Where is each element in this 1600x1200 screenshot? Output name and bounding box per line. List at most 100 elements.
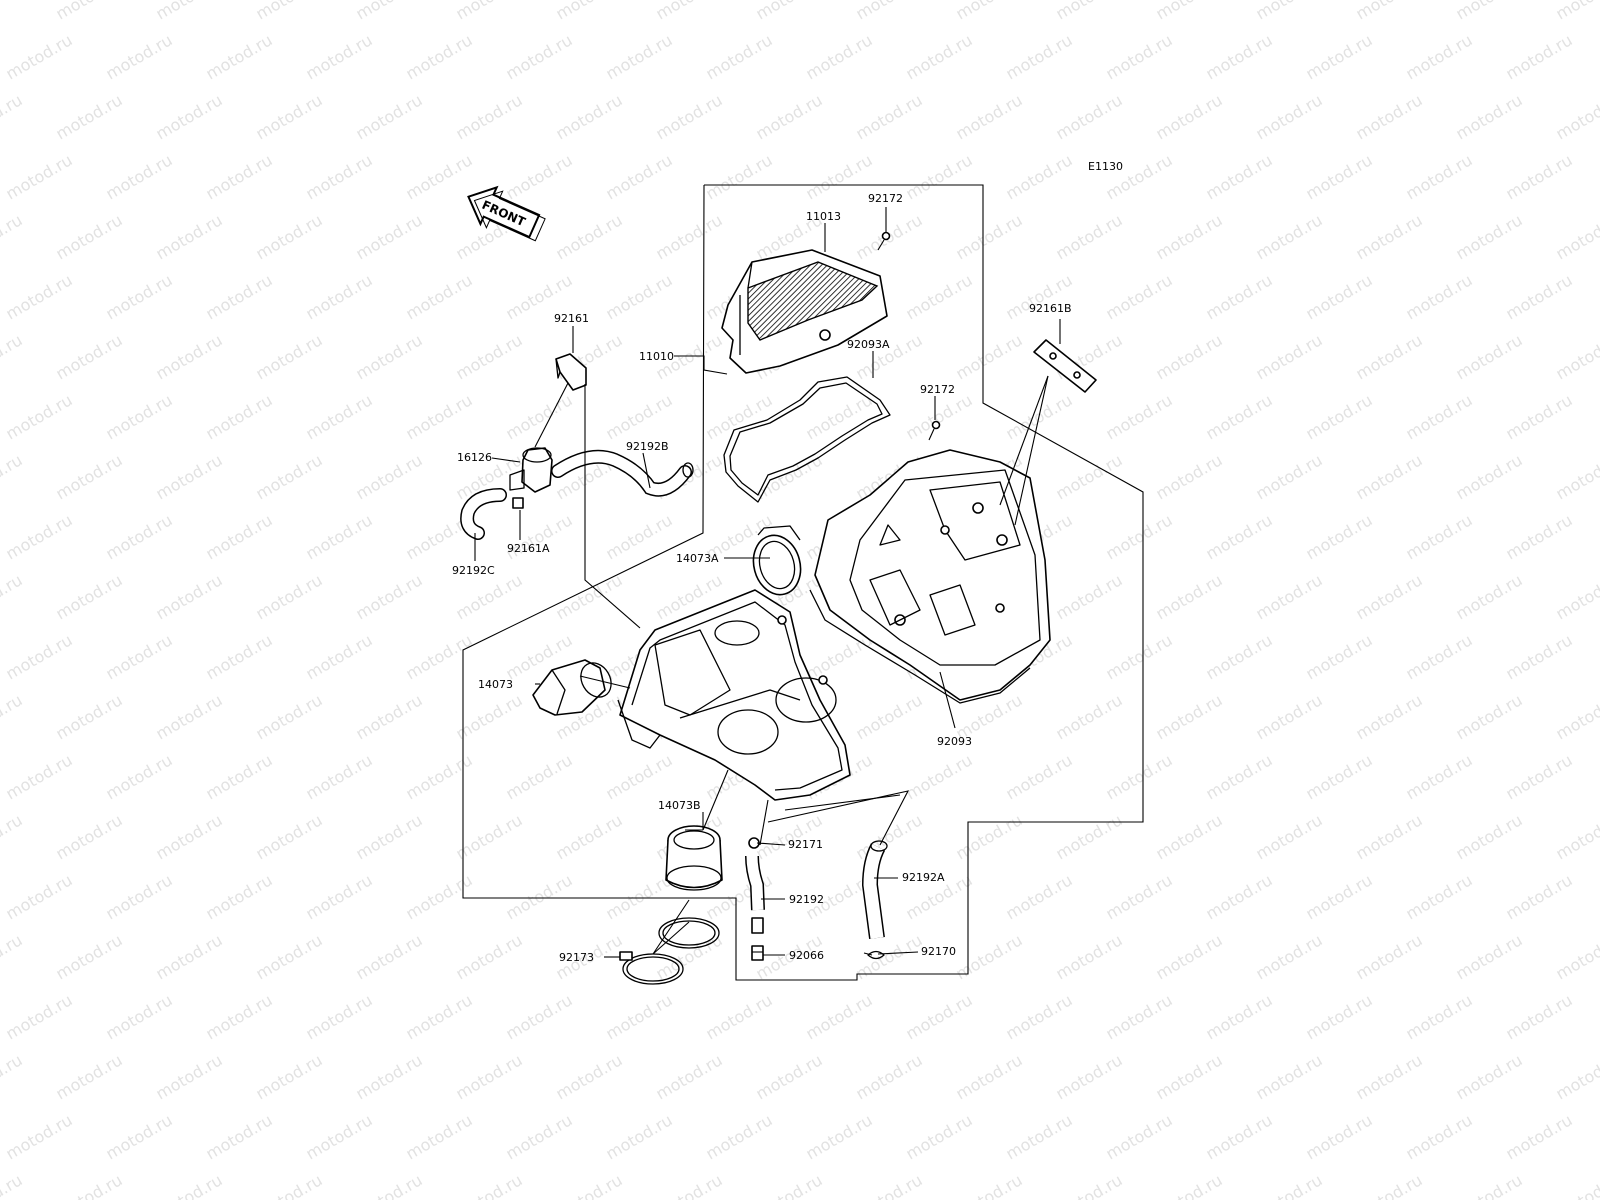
watermark-text: motod.ru [153,0,226,23]
watermark-text: motod.ru [1453,810,1526,863]
watermark-text: motod.ru [1003,270,1076,323]
watermark-text: motod.ru [1453,0,1526,23]
watermark-text: motod.ru [1503,630,1576,683]
watermark-text: motod.ru [1153,810,1226,863]
watermark-text: motod.ru [203,1110,276,1163]
watermark-text: motod.ru [203,990,276,1043]
watermark-text: motod.ru [1553,1050,1600,1103]
watermark-text: motod.ru [203,270,276,323]
watermark-text: motod.ru [3,510,76,563]
watermark-text: motod.ru [1553,810,1600,863]
watermark-text: motod.ru [903,390,976,443]
watermark-text: motod.ru [953,330,1026,383]
watermark-text: motod.ru [3,390,76,443]
watermark-text: motod.ru [53,690,126,743]
air-cleaner-case-lower [617,589,851,801]
watermark-text: motod.ru [1103,30,1176,83]
watermark-text: motod.ru [1553,90,1600,143]
watermark-text: motod.ru [1453,690,1526,743]
watermark-text: motod.ru [553,1170,626,1200]
callout-11013: 11013 [806,210,841,223]
watermark-text: motod.ru [53,930,126,983]
watermark-text: motod.ru [253,450,326,503]
watermark-text: motod.ru [603,270,676,323]
callout-92093a: 92093A [847,338,890,351]
watermark-text: motod.ru [653,90,726,143]
watermark-text: motod.ru [3,630,76,683]
watermark-text: motod.ru [503,1110,576,1163]
watermark-text: motod.ru [753,450,826,503]
watermark-text: motod.ru [1253,330,1326,383]
watermark-text: motod.ru [803,30,876,83]
watermark-text: motod.ru [1403,510,1476,563]
watermark-text: motod.ru [1403,750,1476,803]
watermark-text: motod.ru [1153,570,1226,623]
callout-92173: 92173 [559,951,594,964]
watermark-text: motod.ru [853,90,926,143]
watermark-text: motod.ru [303,870,376,923]
watermark-text: motod.ru [1203,270,1276,323]
watermark-text: motod.ru [353,570,426,623]
watermark-text: motod.ru [1053,1050,1126,1103]
watermark-text: motod.ru [1203,150,1276,203]
watermark-text: motod.ru [453,1050,526,1103]
watermark-text: motod.ru [53,810,126,863]
watermark-text: motod.ru [103,1110,176,1163]
watermark-text: motod.ru [753,1050,826,1103]
watermark-text: motod.ru [153,1170,226,1200]
watermark-text: motod.ru [1153,0,1226,23]
watermark-text: motod.ru [753,810,826,863]
watermark-text: motod.ru [3,870,76,923]
watermark-text: motod.ru [403,270,476,323]
watermark-text: motod.ru [1403,270,1476,323]
watermark-text: motod.ru [353,690,426,743]
watermark-text: motod.ru [1353,1050,1426,1103]
watermark-text: motod.ru [53,210,126,263]
watermark-text: motod.ru [1103,510,1176,563]
watermark-text: motod.ru [3,750,76,803]
watermark-text: motod.ru [1503,750,1576,803]
watermark-text: motod.ru [253,330,326,383]
watermark-text: motod.ru [803,1110,876,1163]
watermark-text: motod.ru [203,750,276,803]
watermark-text: motod.ru [453,0,526,23]
watermark-text: motod.ru [1403,630,1476,683]
watermark-text: motod.ru [0,330,26,383]
watermark-text: motod.ru [1303,390,1376,443]
watermark-text: motod.ru [353,810,426,863]
watermark-text: motod.ru [453,570,526,623]
watermark-text: motod.ru [853,690,926,743]
watermark-text: motod.ru [553,210,626,263]
watermark-text: motod.ru [153,90,226,143]
gasket-upper-part [723,376,891,503]
watermark-text: motod.ru [103,750,176,803]
watermark-text: motod.ru [703,30,776,83]
watermark-text: motod.ru [453,330,526,383]
watermark-text: motod.ru [1203,870,1276,923]
watermark-text: motod.ru [1003,870,1076,923]
watermark-text: motod.ru [953,810,1026,863]
watermark-text: motod.ru [1003,30,1076,83]
cap-part [512,497,524,509]
callout-92161: 92161 [554,312,589,325]
duct-a-part [752,525,802,596]
watermark-text: motod.ru [0,690,26,743]
watermark-text: motod.ru [853,1170,926,1200]
watermark-text: motod.ru [553,0,626,23]
watermark-text: motod.ru [603,990,676,1043]
watermark-text: motod.ru [53,450,126,503]
watermark-text: motod.ru [1103,270,1176,323]
watermark-text: motod.ru [603,510,676,563]
watermark-text: motod.ru [53,1170,126,1200]
callout-92192b: 92192B [626,440,669,453]
callout-labels: 92172 11013 11010 92093A 92172 92161B 92… [452,192,1072,964]
watermark-text: motod.ru [1553,690,1600,743]
watermark-text: motod.ru [403,870,476,923]
watermark-text: motod.ru [353,1170,426,1200]
watermark-text: motod.ru [1203,510,1276,563]
watermark-text: motod.ru [1253,0,1326,23]
hose-a-part [861,840,888,940]
watermark-text: motod.ru [1053,690,1126,743]
watermark-text: motod.ru [603,750,676,803]
watermark-text: motod.ru [353,1050,426,1103]
